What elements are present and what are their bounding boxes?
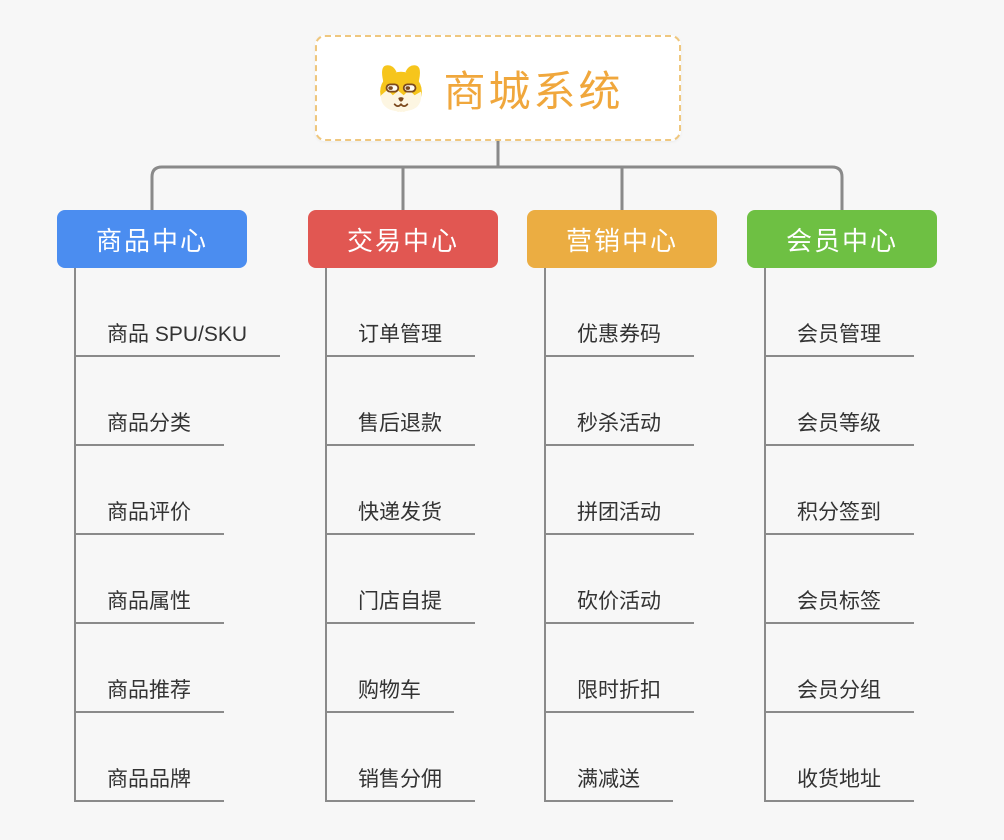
topic-node[interactable]: 门店自提 bbox=[327, 585, 475, 624]
topic-node[interactable]: 会员管理 bbox=[766, 318, 914, 357]
branch-header-marketing[interactable]: 营销中心 bbox=[527, 210, 717, 268]
branch-product-center: 商品中心 商品 SPU/SKU 商品分类 商品评价 商品属性 商品推荐 商品品牌 bbox=[57, 210, 281, 802]
topic-node[interactable]: 商品推荐 bbox=[76, 674, 224, 713]
topic-node[interactable]: 积分签到 bbox=[766, 496, 914, 535]
topic-item: 秒杀活动 bbox=[546, 357, 717, 446]
topic-item: 商品推荐 bbox=[76, 624, 247, 713]
topic-node[interactable]: 限时折扣 bbox=[546, 674, 694, 713]
topic-item: 商品评价 bbox=[76, 446, 247, 535]
topic-node[interactable]: 快递发货 bbox=[327, 496, 475, 535]
topic-item: 积分签到 bbox=[766, 446, 937, 535]
topic-item: 满减送 bbox=[546, 713, 717, 802]
topic-node[interactable]: 销售分佣 bbox=[327, 763, 475, 802]
branch-member-center: 会员中心 会员管理 会员等级 积分签到 会员标签 会员分组 收货地址 bbox=[747, 210, 937, 802]
topic-item: 会员标签 bbox=[766, 535, 937, 624]
branch-children: 会员管理 会员等级 积分签到 会员标签 会员分组 收货地址 bbox=[764, 268, 937, 802]
branch-children: 优惠券码 秒杀活动 拼团活动 砍价活动 限时折扣 满减送 bbox=[544, 268, 717, 802]
topic-node[interactable]: 购物车 bbox=[327, 674, 454, 713]
branch-header-member[interactable]: 会员中心 bbox=[747, 210, 937, 268]
root-title: 商城系统 bbox=[443, 67, 624, 115]
topic-node[interactable]: 商品属性 bbox=[76, 585, 224, 624]
topic-item: 拼团活动 bbox=[546, 446, 717, 535]
topic-item: 商品属性 bbox=[76, 535, 247, 624]
branch-header-trade[interactable]: 交易中心 bbox=[308, 210, 498, 268]
branch-header-product[interactable]: 商品中心 bbox=[57, 210, 247, 268]
topic-item: 销售分佣 bbox=[327, 713, 498, 802]
topic-node[interactable]: 商品 SPU/SKU bbox=[76, 318, 281, 357]
topic-node[interactable]: 商品品牌 bbox=[76, 763, 224, 802]
topic-item: 订单管理 bbox=[327, 268, 498, 357]
topic-item: 砍价活动 bbox=[546, 535, 717, 624]
topic-node[interactable]: 会员分组 bbox=[766, 674, 914, 713]
topic-node[interactable]: 会员标签 bbox=[766, 585, 914, 624]
topic-item: 商品 SPU/SKU bbox=[76, 268, 281, 357]
topic-node[interactable]: 砍价活动 bbox=[546, 585, 694, 624]
topic-item: 门店自提 bbox=[327, 535, 498, 624]
topic-node[interactable]: 商品评价 bbox=[76, 496, 224, 535]
branch-marketing-center: 营销中心 优惠券码 秒杀活动 拼团活动 砍价活动 限时折扣 满减送 bbox=[527, 210, 717, 802]
topic-node[interactable]: 商品分类 bbox=[76, 407, 224, 446]
topic-item: 优惠券码 bbox=[546, 268, 717, 357]
topic-node[interactable]: 售后退款 bbox=[327, 407, 475, 446]
topic-node[interactable]: 满减送 bbox=[546, 763, 673, 802]
branch-trade-center: 交易中心 订单管理 售后退款 快递发货 门店自提 购物车 销售分佣 bbox=[308, 210, 498, 802]
topic-node[interactable]: 秒杀活动 bbox=[546, 407, 694, 446]
topic-item: 商品品牌 bbox=[76, 713, 247, 802]
topic-node[interactable]: 收货地址 bbox=[766, 763, 914, 802]
topic-item: 商品分类 bbox=[76, 357, 247, 446]
topic-node[interactable]: 拼团活动 bbox=[546, 496, 694, 535]
topic-item: 购物车 bbox=[327, 624, 498, 713]
branch-children: 订单管理 售后退款 快递发货 门店自提 购物车 销售分佣 bbox=[325, 268, 498, 802]
topic-item: 收货地址 bbox=[766, 713, 937, 802]
dog-mascot-icon bbox=[380, 65, 423, 112]
topic-item: 快递发货 bbox=[327, 446, 498, 535]
topic-node[interactable]: 优惠券码 bbox=[546, 318, 694, 357]
topic-item: 会员分组 bbox=[766, 624, 937, 713]
branch-children: 商品 SPU/SKU 商品分类 商品评价 商品属性 商品推荐 商品品牌 bbox=[74, 268, 281, 802]
topic-node[interactable]: 订单管理 bbox=[327, 318, 475, 357]
topic-item: 售后退款 bbox=[327, 357, 498, 446]
topic-item: 限时折扣 bbox=[546, 624, 717, 713]
topic-item: 会员等级 bbox=[766, 357, 937, 446]
topic-node[interactable]: 会员等级 bbox=[766, 407, 914, 446]
root-node[interactable]: 商城系统 bbox=[315, 35, 681, 141]
topic-item: 会员管理 bbox=[766, 268, 937, 357]
